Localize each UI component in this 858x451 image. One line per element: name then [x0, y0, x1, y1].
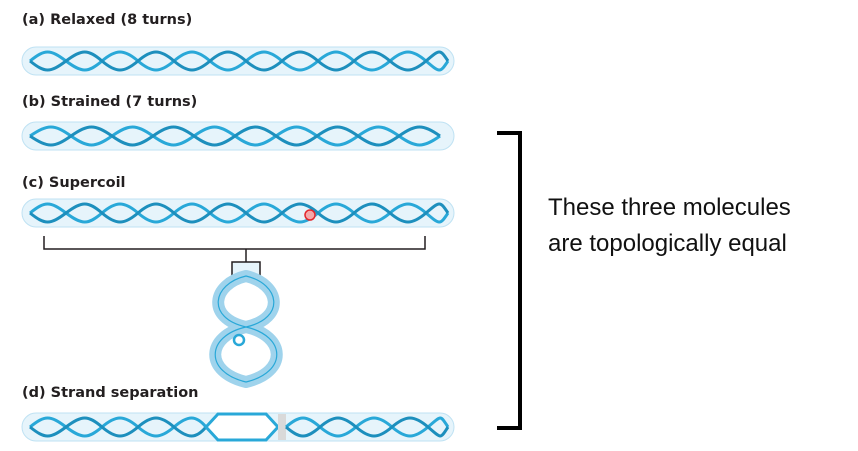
marker-dot [304, 209, 316, 221]
caption-line-1: These three molecules [548, 194, 791, 221]
helix-strained [21, 121, 455, 151]
helix-strand-separation [21, 412, 455, 442]
panel-a-label: (a) Relaxed (8 turns) [22, 12, 193, 28]
caption-line-2: are topologically equal [548, 230, 787, 257]
supercoil-zoom [43, 236, 426, 277]
figure-eight-loop [209, 270, 283, 388]
panel-c-label: (c) Supercoil [22, 175, 126, 191]
panel-d-label: (d) Strand separation [22, 385, 199, 401]
panel-b-label: (b) Strained (7 turns) [22, 94, 198, 110]
helix-supercoil [21, 198, 455, 228]
helix-relaxed [21, 46, 455, 76]
grouping-bracket [497, 131, 522, 430]
loop-marker [232, 333, 246, 347]
